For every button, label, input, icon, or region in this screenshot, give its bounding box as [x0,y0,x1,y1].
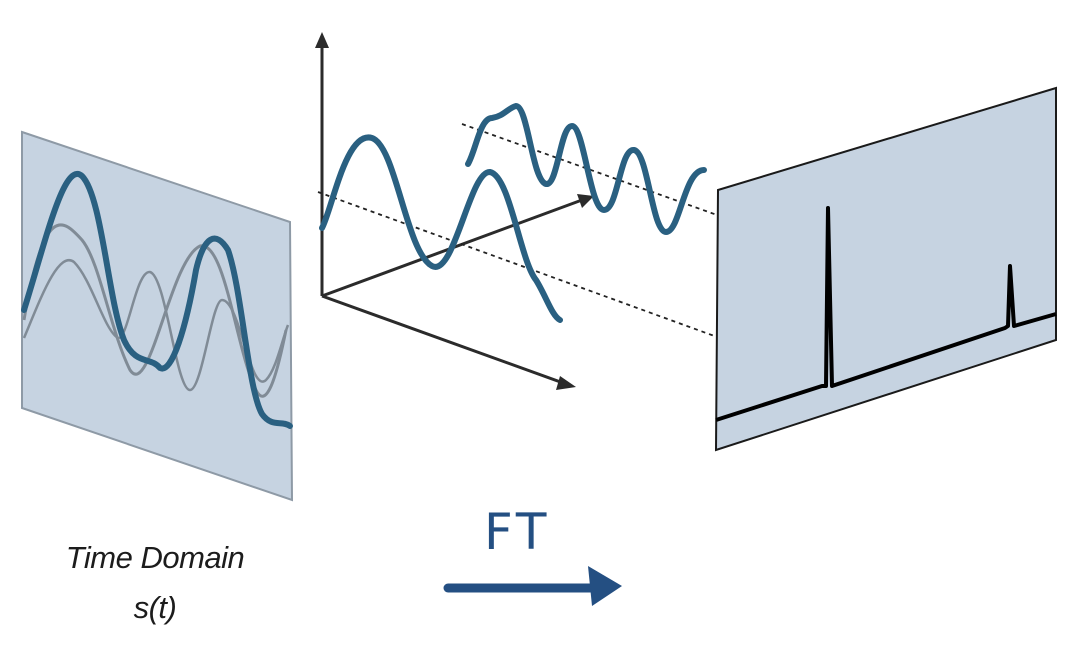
frequency-domain-panel [714,86,1057,452]
time-domain-label: Time Domain [65,540,245,575]
projection-line-low [317,191,831,379]
frequency-domain-plane [714,86,1057,452]
time-domain-panel [21,130,294,502]
three-d-axes [315,32,594,390]
frequency-components [319,102,707,323]
low-frequency-wave [319,134,563,323]
time-axis [321,294,567,386]
spectrum-line [715,206,1057,422]
arrowhead-icon [315,32,329,48]
time-domain-signal-label: s(t) [133,590,177,625]
time-signal-wave [21,171,293,429]
transform-arrow [443,566,622,606]
arrowhead-icon [556,376,576,390]
transform-label: FT [484,503,551,561]
time-domain-plane [21,130,294,502]
arrowhead-icon [588,566,622,606]
high-frequency-wave [465,102,707,236]
projection-lines [317,123,1001,379]
arrowhead-icon [577,194,594,208]
